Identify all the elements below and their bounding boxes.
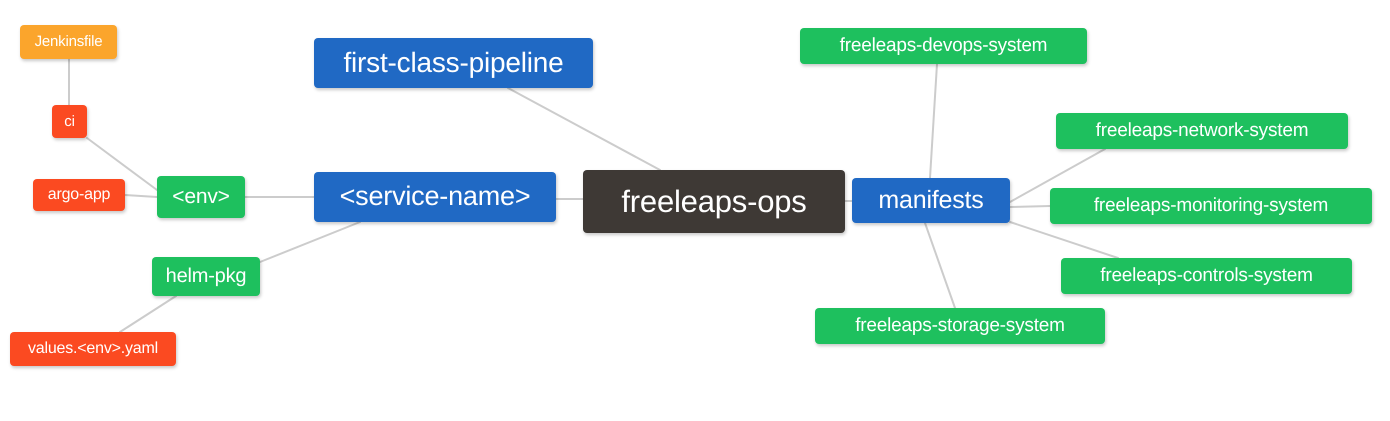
mindmap-node-jenkinsfile[interactable]: Jenkinsfile bbox=[20, 25, 117, 59]
mindmap-node-freeleaps-devops-system[interactable]: freeleaps-devops-system bbox=[800, 28, 1087, 64]
node-label-values-yaml: values.<env>.yaml bbox=[27, 339, 158, 357]
node-label-freeleaps-devops-system: freeleaps-devops-system bbox=[839, 35, 1048, 56]
node-label-helm-pkg: helm-pkg bbox=[165, 265, 247, 287]
mindmap-node-ci[interactable]: ci bbox=[52, 105, 87, 138]
node-label-manifests: manifests bbox=[878, 185, 984, 214]
node-label-freeleaps-controls-system: freeleaps-controls-system bbox=[1100, 265, 1313, 286]
mindmap-node-freeleaps-network-system[interactable]: freeleaps-network-system bbox=[1056, 113, 1348, 149]
mindmap-node-freeleaps-ops[interactable]: freeleaps-ops bbox=[583, 170, 845, 233]
node-label-jenkinsfile: Jenkinsfile bbox=[34, 33, 103, 50]
node-label-first-class-pipeline: first-class-pipeline bbox=[343, 46, 564, 78]
edge-manifests-to-freeleaps-controls-system bbox=[1009, 221, 1119, 259]
node-label-freeleaps-network-system: freeleaps-network-system bbox=[1095, 120, 1309, 141]
mindmap-node-env[interactable]: <env> bbox=[157, 176, 245, 218]
edge-manifests-to-freeleaps-storage-system bbox=[924, 222, 956, 309]
mindmap-node-first-class-pipeline[interactable]: first-class-pipeline bbox=[314, 38, 593, 88]
mindmap-node-freeleaps-storage-system[interactable]: freeleaps-storage-system bbox=[815, 308, 1105, 344]
node-label-service-name: <service-name> bbox=[339, 181, 531, 211]
mindmap-node-argo-app[interactable]: argo-app bbox=[33, 179, 125, 211]
node-label-ci: ci bbox=[64, 112, 75, 130]
node-label-freeleaps-ops: freeleaps-ops bbox=[621, 183, 807, 219]
edge-first-class-pipeline-to-freeleaps-ops bbox=[507, 87, 661, 171]
node-label-env: <env> bbox=[172, 185, 230, 208]
edge-manifests-to-freeleaps-devops-system bbox=[929, 63, 938, 179]
edge-argo-app-to-env bbox=[124, 194, 158, 198]
edge-values-yaml-to-helm-pkg bbox=[119, 295, 177, 333]
edge-helm-pkg-to-service-name bbox=[259, 221, 361, 263]
mindmap-node-manifests[interactable]: manifests bbox=[852, 178, 1010, 223]
mindmap-node-values-yaml[interactable]: values.<env>.yaml bbox=[10, 332, 176, 366]
edge-manifests-to-freeleaps-monitoring-system bbox=[1009, 205, 1051, 208]
mindmap-node-helm-pkg[interactable]: helm-pkg bbox=[152, 257, 260, 296]
mindmap-node-service-name[interactable]: <service-name> bbox=[314, 172, 556, 222]
node-label-argo-app: argo-app bbox=[47, 185, 111, 203]
mindmap-node-freeleaps-monitoring-system[interactable]: freeleaps-monitoring-system bbox=[1050, 188, 1372, 224]
node-label-freeleaps-storage-system: freeleaps-storage-system bbox=[855, 315, 1065, 336]
mindmap-node-freeleaps-controls-system[interactable]: freeleaps-controls-system bbox=[1061, 258, 1352, 294]
node-label-freeleaps-monitoring-system: freeleaps-monitoring-system bbox=[1093, 195, 1329, 216]
